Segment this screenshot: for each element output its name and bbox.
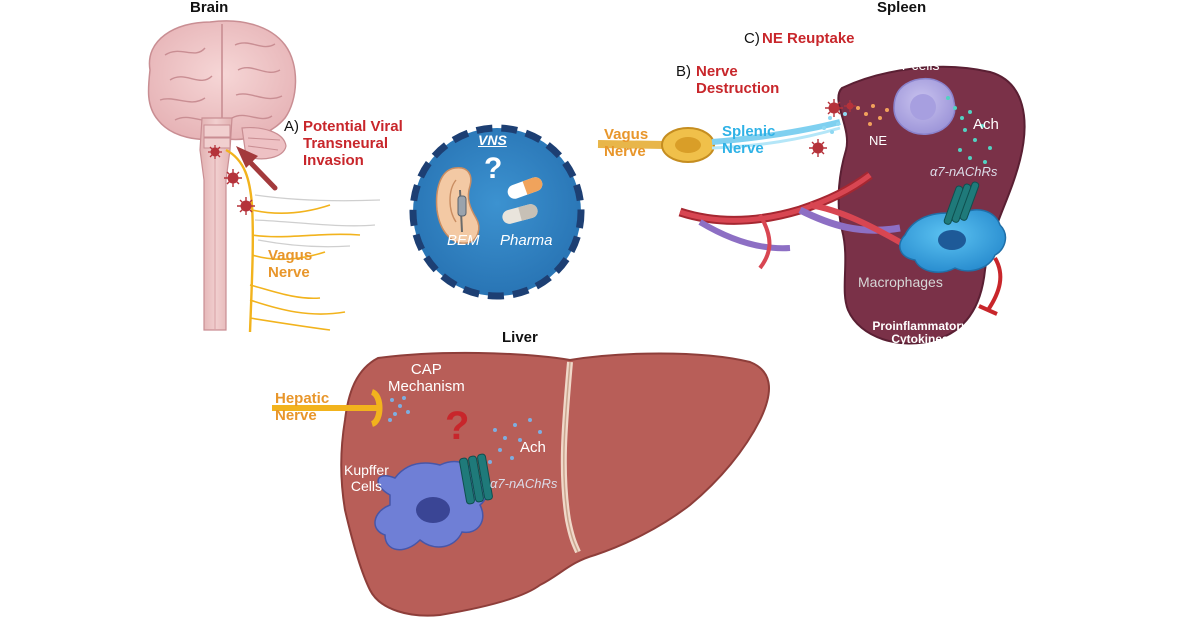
splenic-terminal-dots (822, 112, 847, 134)
spleen-ne-label: NE (869, 133, 888, 148)
receptor-liver (459, 453, 493, 505)
spleen-nerve-pathway (597, 119, 841, 163)
brain-title: Brain (190, 0, 229, 16)
liver-ach-label: Ach (520, 439, 546, 456)
vagus-nerve-brain (225, 148, 381, 333)
brain-item-a-prefix: A) (284, 118, 299, 135)
spleen-ach-label: Ach (973, 116, 999, 133)
hepatic-terminal-dots (388, 396, 410, 422)
cytokine-inhibition-arrow (986, 256, 1003, 312)
kupffer-cell-illustration (374, 460, 489, 551)
liver-hepatic-label: Hepatic Nerve (275, 390, 330, 424)
spleen-title: Spleen (877, 0, 927, 16)
spleen-cytokines-label: Proinflammatory Cytokines (872, 319, 968, 347)
liver-panel (272, 351, 770, 617)
spleen-item-b-prefix: B) (676, 63, 691, 80)
liver-cap-label: CAP Mechanism (388, 361, 465, 395)
vns-pharma-label: Pharma (500, 232, 553, 249)
spleen-receptor-label: α7-nAChRs (930, 164, 998, 179)
spleen-item-c-prefix: C) (744, 30, 760, 47)
spleen-vagus-label: Vagus Nerve (604, 126, 649, 160)
spleen-chat-label: ChAT- T cells (857, 57, 940, 73)
brain-item-a-text: Potential Viral Transneural Invasion (303, 118, 403, 169)
ne-dots-spleen (856, 104, 889, 126)
liver-title: Liver (502, 329, 538, 346)
ear-device-illustration (435, 166, 480, 244)
spleen-macrophages-label: Macrophages (858, 274, 943, 290)
liver-question-mark: ? (445, 404, 470, 448)
ach-dots-spleen (946, 96, 992, 164)
chat-t-cell-illustration (893, 78, 956, 135)
hepatic-nerve (272, 389, 383, 427)
spleen-vessels (678, 171, 907, 270)
spleen-panel (597, 65, 1026, 345)
viral-invasion-arrow (236, 146, 278, 191)
ach-dots-liver (488, 418, 542, 464)
virus-icons-brain (208, 145, 255, 215)
spleen-item-b-text: Nerve Destruction (696, 63, 780, 97)
brain-panel (145, 20, 381, 333)
receptor-spleen (943, 181, 980, 225)
pills-illustration (502, 177, 543, 224)
virus-icons-spleen (809, 99, 856, 157)
spleen-item-c-text: NE Reuptake (762, 30, 855, 47)
brain-vagus-label: Vagus Nerve (268, 247, 313, 281)
vns-bem-label: BEM (447, 232, 480, 249)
spleen-splenic-label: Splenic Nerve (722, 123, 776, 157)
liver-receptor-label: α7-nAChRs (490, 476, 558, 491)
vns-circle (409, 124, 585, 300)
brain-illustration (147, 20, 297, 331)
vns-title: VNS (478, 132, 507, 148)
liver-kupffer-label: Kupffer Cells (344, 462, 389, 494)
vns-question-mark: ? (484, 152, 503, 185)
